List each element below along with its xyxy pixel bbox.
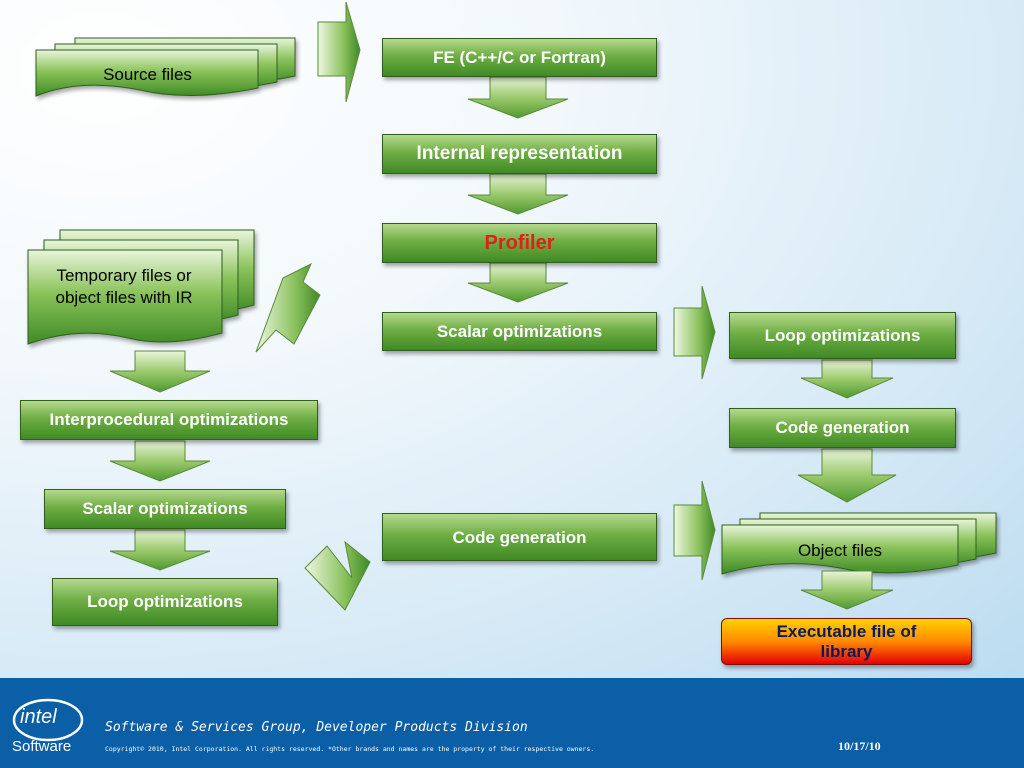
source-files-doc-front: [35, 49, 259, 97]
down-arrows: [109, 76, 897, 610]
code-generation-right-box: Code generation: [729, 408, 956, 448]
intel-logo-wordmark: intel: [20, 706, 57, 728]
footer-group-text: Software & Services Group, Developer Pro…: [105, 720, 528, 735]
footer-date: 10/17/10: [838, 739, 881, 753]
footer-bar: intel Software Software & Services Group…: [0, 678, 1024, 768]
temp-files-label: Temporary files or object files with IR: [55, 266, 193, 308]
diagonal-arrow-up-icon: [255, 262, 321, 353]
object-files-doc-stack: [721, 512, 997, 575]
interprocedural-optimizations-box: Interprocedural optimizations: [20, 400, 318, 440]
executable-file-box: Executable file of library: [721, 618, 972, 665]
internal-representation-box: Internal representation: [382, 134, 657, 174]
diagram-shapes: [27, 1, 997, 611]
down-arrow-icon: [109, 350, 211, 393]
down-arrow-icon: [467, 173, 569, 215]
temp-files-doc-front: [27, 249, 223, 345]
right-arrow-icon: [317, 1, 361, 103]
diagonal-arrow-down-icon: [304, 540, 371, 611]
down-arrow-icon: [109, 440, 211, 482]
loop-optimizations-left-box: Loop optimizations: [52, 578, 278, 626]
right-arrow-icon: [673, 285, 716, 380]
fe-box: FE (C++/C or Fortran): [382, 38, 657, 77]
loop-optimizations-right-box: Loop optimizations: [729, 312, 956, 359]
right-arrow-icon: [673, 480, 716, 581]
footer-copyright: Copyright© 2010, Intel Corporation. All …: [105, 745, 595, 753]
object-files-label: Object files: [797, 541, 883, 560]
software-logo-text: Software: [12, 738, 72, 755]
down-arrow-icon: [467, 76, 569, 119]
slide-canvas: Source files Temporary files or object f…: [0, 0, 1024, 678]
profiler-box: Profiler: [382, 223, 657, 263]
down-arrow-icon: [800, 359, 894, 399]
intel-logo-icon: [12, 698, 84, 742]
source-files-doc-stack: [35, 37, 296, 97]
down-arrow-icon: [800, 570, 894, 610]
down-arrow-icon: [797, 448, 897, 503]
source-files-label: Source files: [103, 65, 192, 84]
right-arrows: [317, 1, 716, 581]
code-generation-center-box: Code generation: [382, 513, 657, 561]
object-files-doc-front: [721, 524, 959, 575]
diagonal-arrows: [255, 262, 371, 611]
scalar-optimizations-center-box: Scalar optimizations: [382, 312, 657, 351]
down-arrow-icon: [109, 529, 211, 571]
down-arrow-icon: [467, 262, 569, 303]
scalar-optimizations-left-box: Scalar optimizations: [44, 489, 286, 529]
temp-files-doc-stack: [27, 229, 255, 345]
